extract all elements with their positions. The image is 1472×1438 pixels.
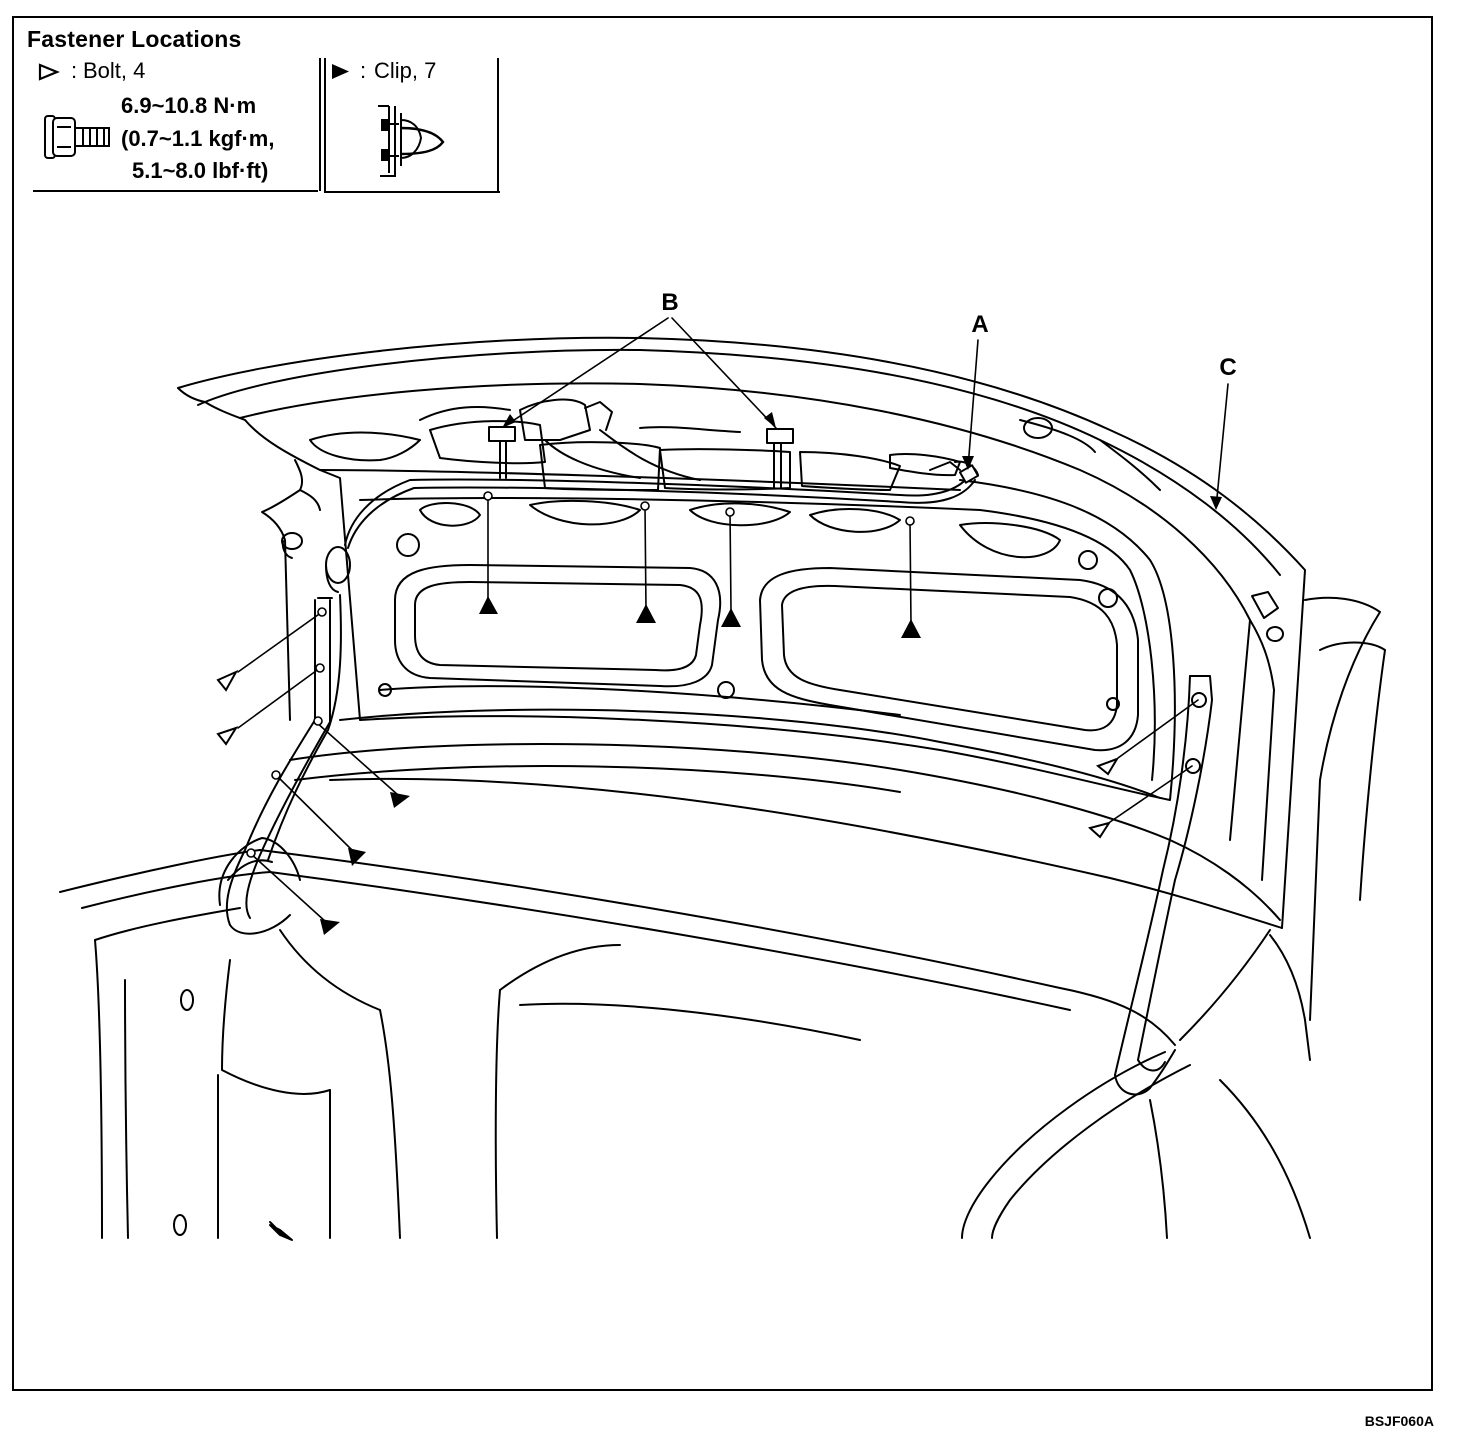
callout-c: C xyxy=(1219,354,1236,381)
bolt-marker xyxy=(216,669,239,692)
clip-marker xyxy=(390,792,410,808)
callout-arrowheads xyxy=(502,412,1222,510)
clip-legend-separator: : xyxy=(360,58,367,83)
wiring-harness xyxy=(344,398,979,549)
clip-marker xyxy=(721,608,741,627)
connector-b-left xyxy=(488,426,516,442)
bolt-torque-nm: 6.9~10.8 N·m xyxy=(121,93,257,118)
bolt-legend-label: Bolt, 4 xyxy=(83,58,146,83)
fastener-legend: : Bolt, 4 6.9~10.8 N·m (0.7~1.1 kgf·m, 5… xyxy=(33,58,500,193)
clip-icon xyxy=(378,105,445,177)
right-harness-tube xyxy=(1114,675,1213,1096)
trunk-body xyxy=(59,596,1386,1241)
filled-triangle-icon xyxy=(332,64,349,79)
bolt-marker xyxy=(216,726,239,746)
figure-code: BSJF060A xyxy=(1364,1413,1434,1429)
figure-frame xyxy=(12,16,1433,1391)
bolt-icon xyxy=(44,115,110,159)
hollow-triangle-icon xyxy=(38,63,60,81)
clip-marker xyxy=(901,619,921,638)
connector-a xyxy=(958,464,980,484)
legend-title: Fastener Locations xyxy=(27,26,242,52)
clip-marker xyxy=(479,596,498,614)
clip-legend-label: Clip, 7 xyxy=(374,58,437,83)
clip-marker xyxy=(320,919,340,935)
bolt-torque-lbf: 5.1~8.0 lbf·ft) xyxy=(132,158,269,183)
trunk-lid-outline xyxy=(177,336,1306,929)
clip-marker xyxy=(636,604,656,623)
bolt-marker xyxy=(1087,821,1112,839)
trunk-lid-inner-panel xyxy=(244,419,1281,921)
callout-a: A xyxy=(971,311,988,338)
bolt-marker xyxy=(1095,757,1120,776)
callout-leaders xyxy=(237,317,1229,923)
bolt-torque-kgf: (0.7~1.1 kgf·m, xyxy=(121,126,275,151)
clip-marker xyxy=(348,848,366,866)
left-side-bracket xyxy=(261,459,351,721)
bolt-markers xyxy=(216,669,1120,839)
connector-b-right xyxy=(766,428,794,444)
callout-b: B xyxy=(661,289,678,316)
clip-points xyxy=(246,491,915,858)
left-harness-tube xyxy=(218,594,342,935)
clip-markers xyxy=(320,596,921,935)
legend-frame xyxy=(33,58,500,193)
bolt-legend-separator: : xyxy=(71,58,78,83)
